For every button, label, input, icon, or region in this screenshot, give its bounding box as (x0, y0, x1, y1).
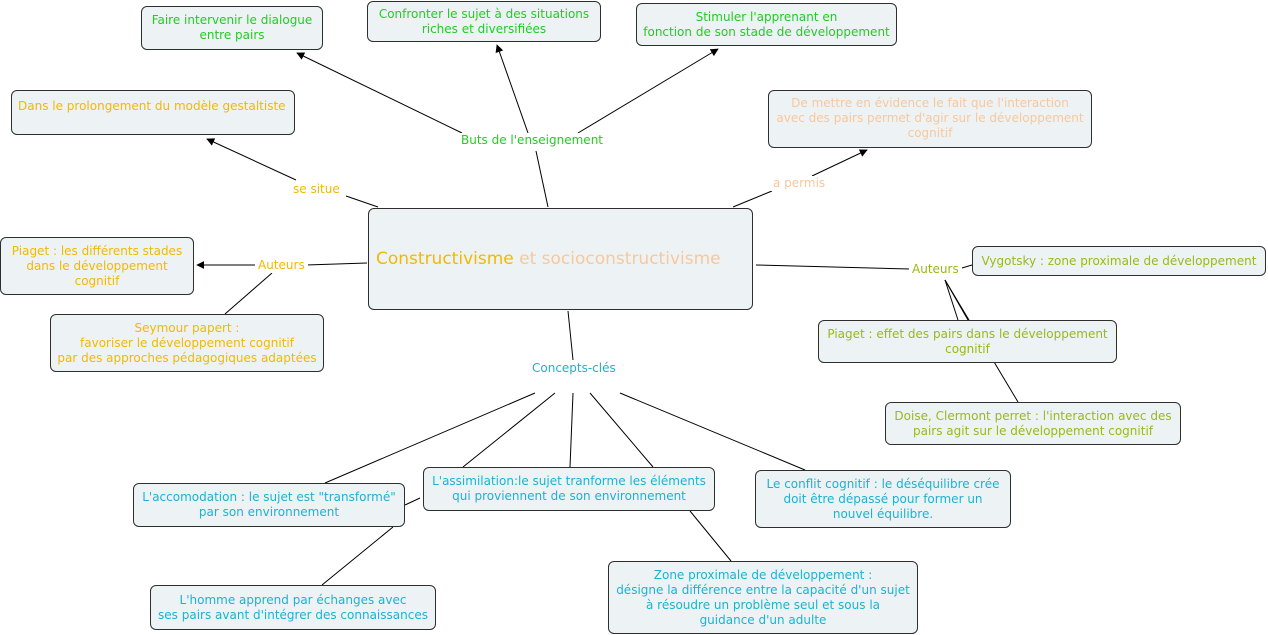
node-text-line: nouvel équilibre. (832, 506, 934, 521)
link-label-auteurs-right: Auteurs (909, 262, 962, 277)
node-text-line: à résoudre un problème seul et sous la (645, 597, 881, 612)
node-stimuler[interactable]: Stimuler l'apprenant en fonction de son … (636, 3, 897, 46)
node-text-line: fonction de son stade de développement (643, 24, 890, 39)
node-text-line: cognitif (74, 274, 120, 288)
central-title-part1: Constructivisme (376, 249, 514, 269)
node-seymour-papert[interactable]: Seymour papert : favoriser le développem… (50, 314, 324, 372)
node-text-line: Doise, Clermont perret : l'interaction a… (894, 408, 1172, 423)
node-text-line: dans le développement (26, 259, 168, 273)
node-text-line: Le conflit cognitif : le déséquilibre cr… (766, 476, 1000, 491)
node-text-line: L'homme apprend par échanges avec (179, 592, 407, 607)
link-label-concepts: Concepts-clés (529, 361, 619, 376)
node-text-line: Piaget : les différents stades (11, 244, 183, 258)
node-text-line: ses pairs avant d'intégrer des connaissa… (158, 607, 428, 622)
node-text-line: Dans le prolongement du modèle gestaltis… (18, 99, 286, 113)
node-piaget-stades[interactable]: Piaget : les différents stades dans le d… (0, 237, 194, 295)
link-label-auteurs-left: Auteurs (255, 258, 308, 273)
node-interaction[interactable]: De mettre en évidence le fait que l'inte… (768, 90, 1092, 148)
node-text-line: L'assimilation:le sujet tranforme les él… (432, 474, 706, 488)
node-zone-proximale[interactable]: Zone proximale de développement : désign… (608, 561, 918, 634)
node-homme-echanges[interactable]: L'homme apprend par échanges avec ses pa… (150, 585, 436, 630)
central-node[interactable]: Constructivisme et socioconstructivisme (368, 208, 753, 310)
node-piaget-pairs[interactable]: Piaget : effet des pairs dans le dévelop… (818, 320, 1117, 363)
node-confronter[interactable]: Confronter le sujet à des situations ric… (367, 1, 601, 42)
link-label-a-permis: a permis (770, 176, 829, 191)
node-assimilation[interactable]: L'assimilation:le sujet tranforme les él… (423, 467, 715, 511)
node-text-line: riches et diversifiées (421, 21, 547, 36)
node-text-line: Seymour papert : (134, 320, 240, 335)
node-accomodation[interactable]: L'accomodation : le sujet est "transform… (133, 483, 405, 527)
node-text-line: par son environnement (198, 505, 340, 519)
node-text-line: Confronter le sujet à des situations (378, 6, 590, 21)
node-text-line: désigne la différence entre la capacité … (616, 582, 910, 597)
node-text-line: qui proviennent de son environnement (452, 489, 686, 503)
node-doise[interactable]: Doise, Clermont perret : l'interaction a… (885, 402, 1181, 445)
node-conflit-cognitif[interactable]: Le conflit cognitif : le déséquilibre cr… (755, 470, 1011, 528)
node-gestalt[interactable]: Dans le prolongement du modèle gestaltis… (11, 90, 295, 135)
node-text-line: Faire intervenir le dialogue (151, 13, 313, 27)
node-text-line: Stimuler l'apprenant en (695, 9, 838, 24)
link-label-buts: Buts de l'enseignement (458, 133, 607, 148)
central-title-part2: et socioconstructivisme (513, 249, 721, 269)
node-text-line: Zone proximale de développement : (653, 567, 873, 582)
node-text-line: Vygotsky : zone proximale de développeme… (981, 253, 1257, 268)
node-text-line: L'accomodation : le sujet est "transform… (142, 490, 396, 504)
node-text-line: entre pairs (199, 28, 265, 42)
node-text-line: avec des pairs permet d'agir sur le déve… (776, 111, 1084, 125)
node-dialogue[interactable]: Faire intervenir le dialogue entre pairs (141, 6, 323, 50)
link-label-se-situe: se situe (290, 182, 343, 197)
node-text-line: favoriser le développement cognitif (80, 335, 294, 350)
node-text-line: doit être dépassé pour former un (783, 491, 983, 506)
node-text-line: guidance d'un adulte (699, 612, 827, 627)
node-text-line: Piaget : effet des pairs dans le dévelop… (827, 326, 1108, 341)
node-text-line: pairs agit sur le développement cognitif (913, 423, 1153, 438)
node-text-line: cognitif (907, 126, 953, 140)
node-text-line: par des approches pédagogiques adaptées (57, 350, 317, 365)
node-text-line: cognitif (945, 341, 990, 356)
node-text-line: De mettre en évidence le fait que l'inte… (791, 96, 1069, 110)
node-vygotsky[interactable]: Vygotsky : zone proximale de développeme… (972, 246, 1266, 276)
